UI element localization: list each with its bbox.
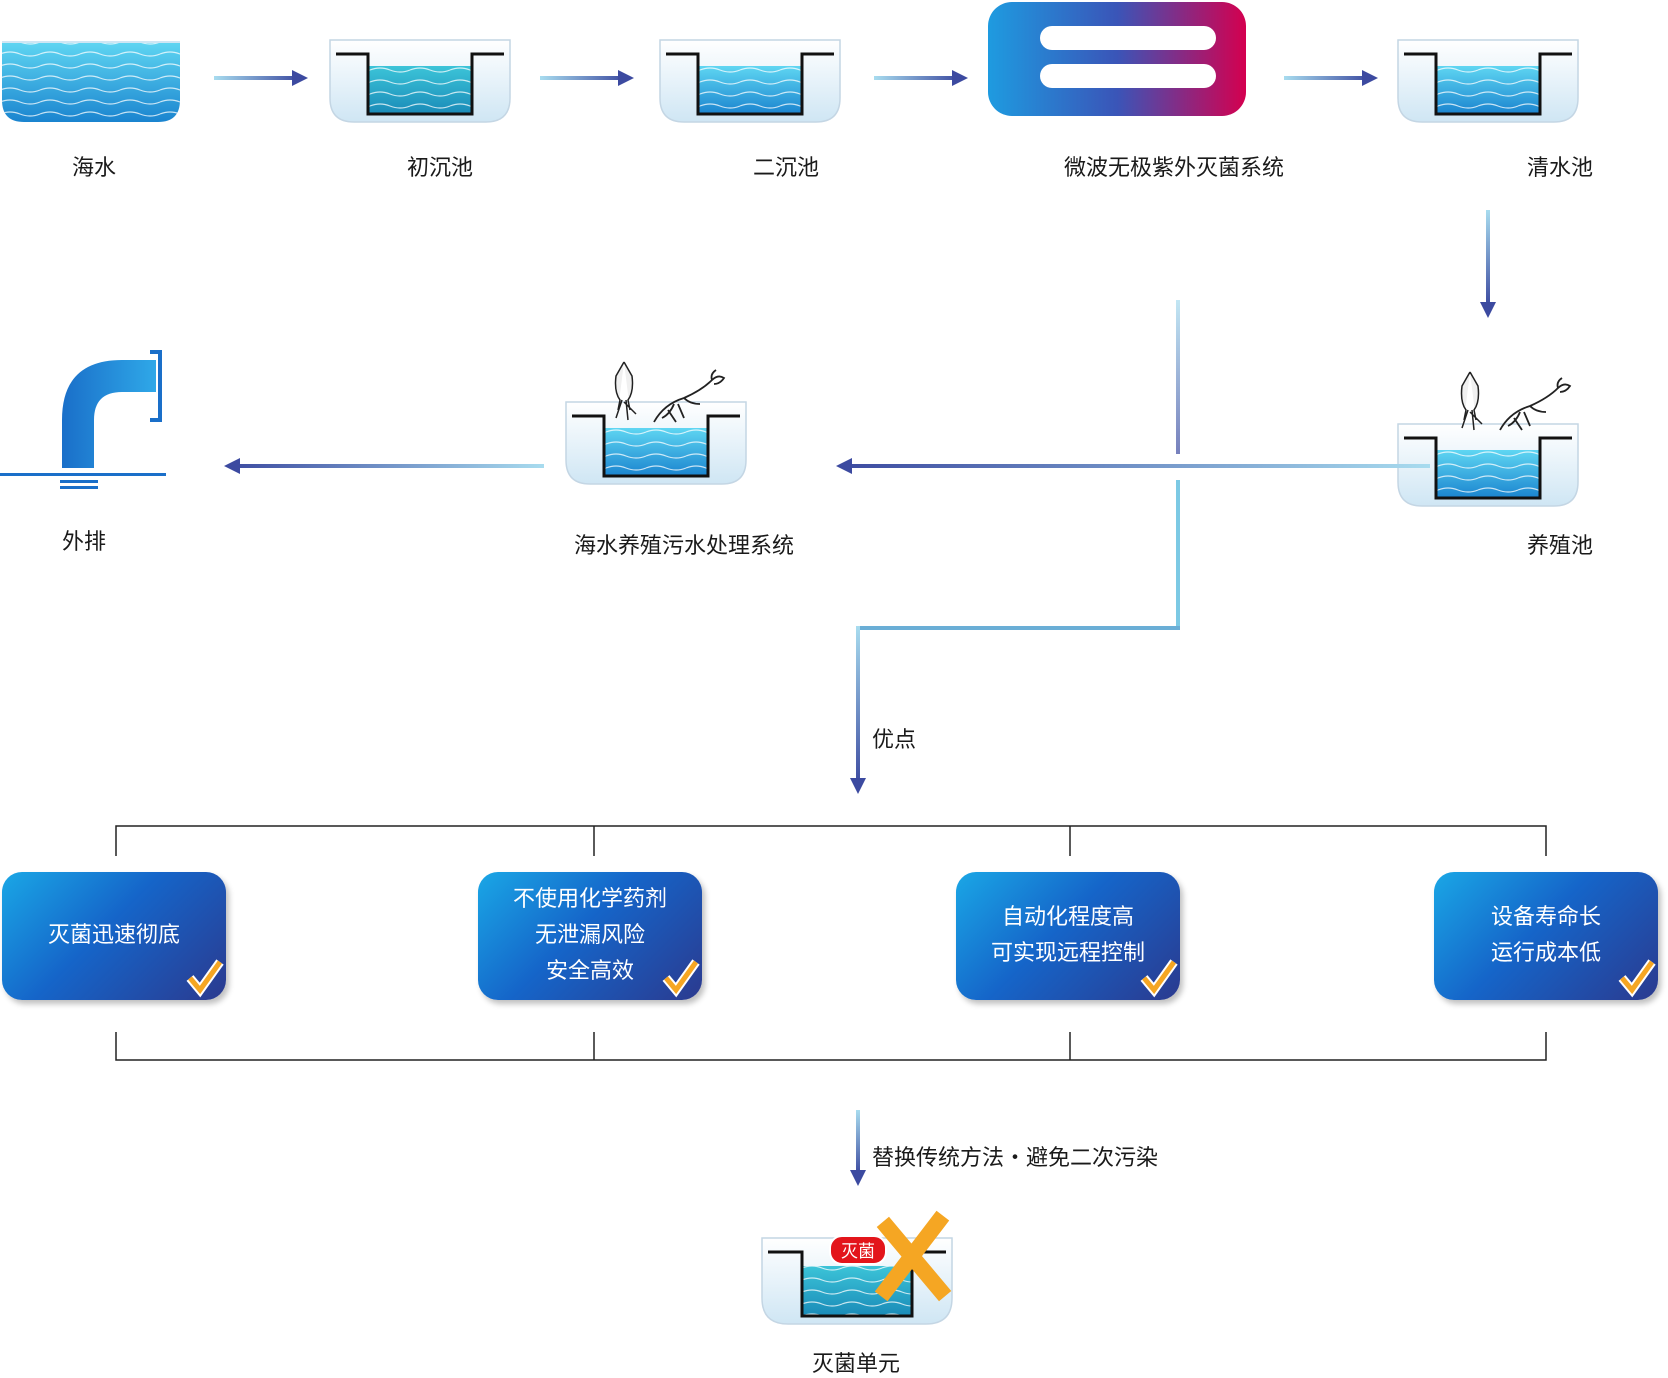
advantage-bracket-top bbox=[115, 825, 1547, 856]
label-primary-tank: 初沉池 bbox=[406, 156, 474, 181]
label-replacement-note: 替换传统方法・避免二次污染 bbox=[872, 1146, 1159, 1171]
wastewater-tank-icon bbox=[565, 401, 747, 485]
advantage-1-line-1: 灭菌迅速彻底 bbox=[47, 923, 180, 948]
sterilize-badge: 灭菌 bbox=[829, 1235, 887, 1265]
advantage-card-2: 不使用化学药剂 无泄漏风险 安全高效 bbox=[478, 872, 702, 1000]
arrow-culture-to-wastewater bbox=[836, 458, 1430, 474]
advantage-card-3: 自动化程度高 可实现远程控制 bbox=[956, 872, 1180, 1000]
lobster-icon-2 bbox=[653, 369, 726, 423]
label-clean-tank: 清水池 bbox=[1526, 156, 1594, 181]
uv-lamp-icon bbox=[988, 2, 1246, 116]
arrow-to-sterilization-unit bbox=[850, 1110, 866, 1186]
seawater-icon bbox=[2, 41, 180, 122]
label-wastewater-system: 海水养殖污水处理系统 bbox=[573, 534, 795, 559]
arrow-primary-to-secondary bbox=[540, 70, 634, 86]
check-icon bbox=[1618, 959, 1656, 998]
advantage-card-4: 设备寿命长 运行成本低 bbox=[1434, 872, 1658, 1000]
cross-icon bbox=[874, 1210, 952, 1302]
squid-icon bbox=[1460, 371, 1483, 431]
label-seawater: 海水 bbox=[71, 156, 117, 181]
pipe-icon bbox=[0, 350, 166, 489]
arrow-uv-to-clean bbox=[1284, 70, 1378, 86]
label-secondary-tank: 二沉池 bbox=[752, 156, 820, 181]
squid-icon-2 bbox=[614, 361, 637, 421]
secondary-tank-icon bbox=[659, 39, 841, 123]
advantage-4-line-1: 设备寿命长 bbox=[1490, 905, 1601, 930]
advantage-bracket-bottom bbox=[115, 1032, 1547, 1061]
advantage-4-line-2: 运行成本低 bbox=[1490, 941, 1601, 966]
primary-tank-icon bbox=[329, 39, 511, 123]
clean-tank-icon bbox=[1397, 39, 1579, 123]
advantage-3-line-2: 可实现远程控制 bbox=[990, 941, 1145, 966]
advantage-2-line-2: 无泄漏风险 bbox=[534, 923, 645, 948]
label-discharge: 外排 bbox=[61, 530, 107, 555]
arrow-clean-to-culture bbox=[1480, 210, 1496, 318]
arrow-seawater-to-primary bbox=[214, 70, 308, 86]
check-icon bbox=[1140, 959, 1178, 998]
check-icon bbox=[186, 959, 224, 998]
advantage-3-line-1: 自动化程度高 bbox=[1001, 905, 1134, 930]
label-culture-tank: 养殖池 bbox=[1526, 534, 1594, 559]
arrow-wastewater-to-discharge bbox=[224, 458, 544, 474]
advantage-2-line-3: 安全高效 bbox=[545, 959, 634, 984]
lobster-icon bbox=[1499, 377, 1572, 431]
label-uv-system: 微波无极紫外灭菌系统 bbox=[1063, 156, 1285, 181]
label-sterilization-unit: 灭菌单元 bbox=[811, 1352, 901, 1377]
arrow-secondary-to-uv bbox=[874, 70, 968, 86]
sterilize-badge-text: 灭菌 bbox=[841, 1242, 875, 1262]
advantage-2-line-1: 不使用化学药剂 bbox=[512, 887, 667, 912]
uv-advantage-connector bbox=[850, 300, 1180, 794]
culture-tank-icon bbox=[1397, 423, 1579, 507]
label-advantages: 优点 bbox=[872, 728, 917, 753]
check-icon bbox=[662, 959, 700, 998]
advantage-card-1: 灭菌迅速彻底 bbox=[2, 872, 226, 1000]
